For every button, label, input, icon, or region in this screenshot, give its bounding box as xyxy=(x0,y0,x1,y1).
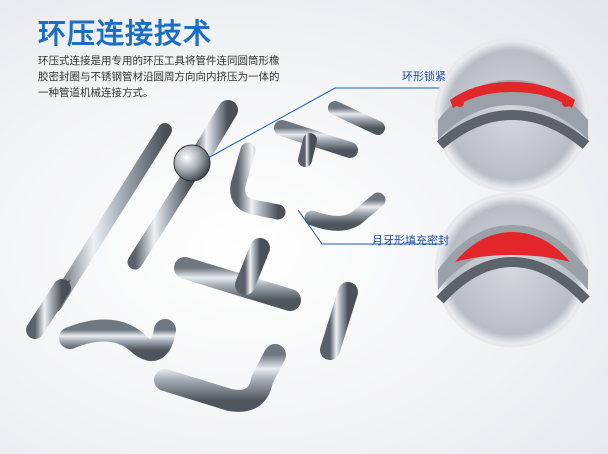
cross-section-detail-bottom xyxy=(434,192,590,348)
straight-pipe xyxy=(48,123,172,312)
callout-ring-lock: 环形锁紧 xyxy=(402,70,446,83)
threaded-elbow xyxy=(59,319,176,361)
short-coupling xyxy=(26,279,71,339)
callout-lines xyxy=(207,87,440,245)
tee-fitting-vertical xyxy=(127,100,238,270)
small-tee-fitting xyxy=(274,120,358,167)
page-title: 环压连接技术 xyxy=(38,17,213,50)
elbow-fitting-right xyxy=(304,192,386,231)
callout-tooth-seal: 月牙形填充密封 xyxy=(372,234,449,247)
large-elbow-fitting xyxy=(154,344,286,412)
description-text: 环压式连接是用专用的环压工具将管件连同圆筒形橡胶密封圈与不锈钢管材沿圆周方向向内… xyxy=(38,55,280,99)
elbow-fitting-small xyxy=(230,142,286,220)
cross-section-detail-top xyxy=(434,37,590,193)
small-coupling-top xyxy=(328,101,385,135)
large-tee-fitting xyxy=(174,238,301,311)
straight-coupling xyxy=(320,282,358,360)
